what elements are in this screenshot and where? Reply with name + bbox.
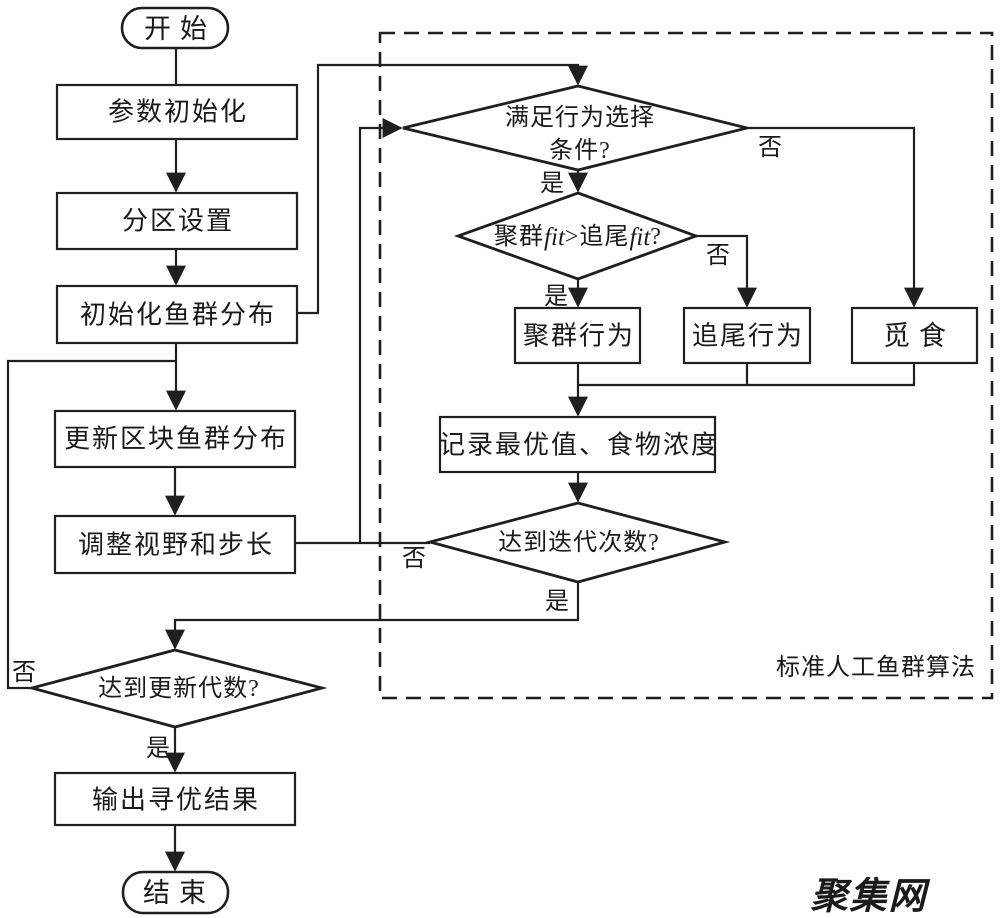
start-terminal <box>120 6 230 50</box>
adjust-view-step-box <box>53 514 297 575</box>
watermark-logo: 聚集网 <box>811 876 931 917</box>
behavior-select-no-label: 否 <box>758 135 782 161</box>
fish-init-label: 初始化鱼群分布 <box>80 301 276 330</box>
follow-behavior-label: 追尾行为 <box>692 322 804 351</box>
fit-compare-middle: >追尾 <box>565 223 630 250</box>
fit-compare-label: 聚群fit>追尾fit? <box>494 223 662 251</box>
reach-update-gen-label: 达到更新代数? <box>98 675 260 702</box>
param-init-label: 参数初始化 <box>108 98 248 127</box>
forage-box <box>850 306 979 365</box>
update-block-label: 更新区块鱼群分布 <box>64 425 288 454</box>
partition-setup-label: 分区设置 <box>122 207 234 236</box>
forage-label: 觅食 <box>883 321 955 351</box>
fit-compare-fit1: fit <box>544 224 566 251</box>
partition-setup-box <box>55 191 299 251</box>
start-label: 开始 <box>144 14 216 44</box>
edge-fit-compare-no-to-follow <box>696 234 757 308</box>
end-terminal <box>121 870 230 915</box>
fit-compare-fit2: fit <box>629 224 651 251</box>
adjust-view-step-label: 调整视野和步长 <box>78 531 274 560</box>
edge-iter-yes-to-update-gen <box>165 582 580 650</box>
swarm-behavior-box <box>513 306 642 365</box>
standard-afsa-region <box>378 31 994 700</box>
behavior-select-label-line1: 满足行为选择 <box>505 104 655 131</box>
reach-update-gen-no-label: 否 <box>12 660 36 686</box>
record-best-box <box>438 415 717 474</box>
reach-update-gen-yes-label: 是 <box>146 736 170 762</box>
follow-behavior-box <box>682 306 812 365</box>
update-block-box <box>53 409 297 469</box>
fit-compare-suffix: ? <box>650 224 662 250</box>
fit-compare-prefix: 聚群 <box>494 223 544 250</box>
behavior-select-yes-label: 是 <box>540 171 564 197</box>
reach-iterations-yes-label: 是 <box>545 589 569 615</box>
output-result-label: 输出寻优结果 <box>92 786 260 815</box>
reach-iterations-no-label: 否 <box>402 546 426 572</box>
reach-iterations-diamond <box>424 501 731 584</box>
record-best-label: 记录最优值、食物浓度 <box>439 431 719 460</box>
swarm-behavior-label: 聚群行为 <box>523 322 635 351</box>
fit-compare-yes-label: 是 <box>544 284 568 310</box>
edge-update-gen-no-loop <box>6 359 176 690</box>
reach-update-gen-diamond <box>26 648 328 729</box>
behavior-select-diamond <box>402 84 748 172</box>
edge-forage-join <box>578 363 916 387</box>
output-result-box <box>53 771 297 827</box>
param-init-box <box>55 83 299 141</box>
fish-init-box <box>55 284 299 345</box>
edge-loop-to-behavior-select <box>358 118 403 543</box>
reach-iterations-label: 达到迭代次数? <box>498 529 660 556</box>
fit-compare-no-label: 否 <box>706 243 730 269</box>
edge-fish-init-to-behavior-select <box>297 63 588 315</box>
behavior-select-label-line2: 条件? <box>549 137 611 164</box>
end-label: 结束 <box>143 878 215 908</box>
fit-compare-diamond <box>453 191 701 281</box>
region-caption: 标准人工鱼群算法 <box>776 654 976 681</box>
edge-behavior-select-no-to-forage <box>747 126 924 308</box>
